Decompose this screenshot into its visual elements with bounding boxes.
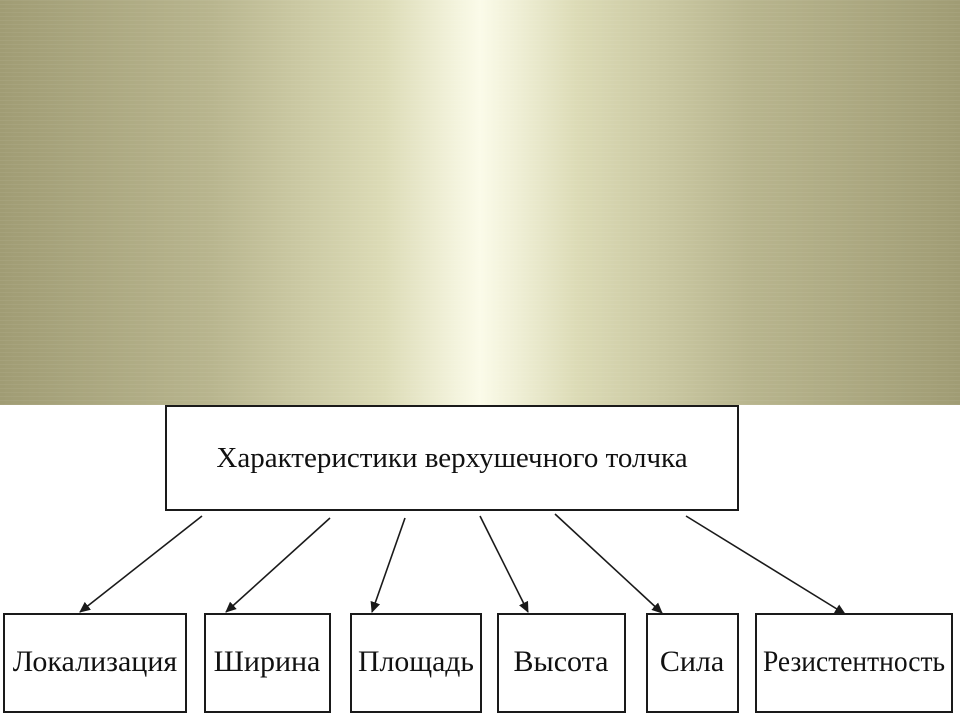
child-node-area: Площадь <box>350 613 482 713</box>
child-box <box>646 613 739 713</box>
arrow-height <box>479 515 529 613</box>
arrow-area <box>370 517 406 613</box>
child-label: Площадь <box>358 645 474 678</box>
child-node-resistance: Резистентность <box>755 613 953 713</box>
child-label: Сила <box>660 645 724 678</box>
child-label: Резистентность <box>763 645 945 678</box>
root-box <box>165 405 739 511</box>
header-banner <box>0 0 960 405</box>
arrow-resistance <box>685 515 846 615</box>
child-node-height: Высота <box>497 613 626 713</box>
child-node-width: Ширина <box>204 613 331 713</box>
child-box <box>204 613 331 713</box>
arrow-strength <box>554 513 663 614</box>
child-box <box>350 613 482 713</box>
child-node-localization: Локализация <box>3 613 187 713</box>
child-node-strength: Сила <box>646 613 739 713</box>
child-box <box>497 613 626 713</box>
child-box <box>755 613 953 713</box>
root-node: Характеристики верхушечного толчка <box>165 405 739 511</box>
arrow-width <box>225 517 331 613</box>
child-label: Высота <box>514 645 609 678</box>
child-box <box>3 613 187 713</box>
arrow-localization <box>79 515 203 613</box>
connector-arrows <box>79 513 846 615</box>
child-label: Локализация <box>13 645 178 678</box>
root-label: Характеристики верхушечного толчка <box>216 442 687 474</box>
child-label: Ширина <box>214 645 321 678</box>
